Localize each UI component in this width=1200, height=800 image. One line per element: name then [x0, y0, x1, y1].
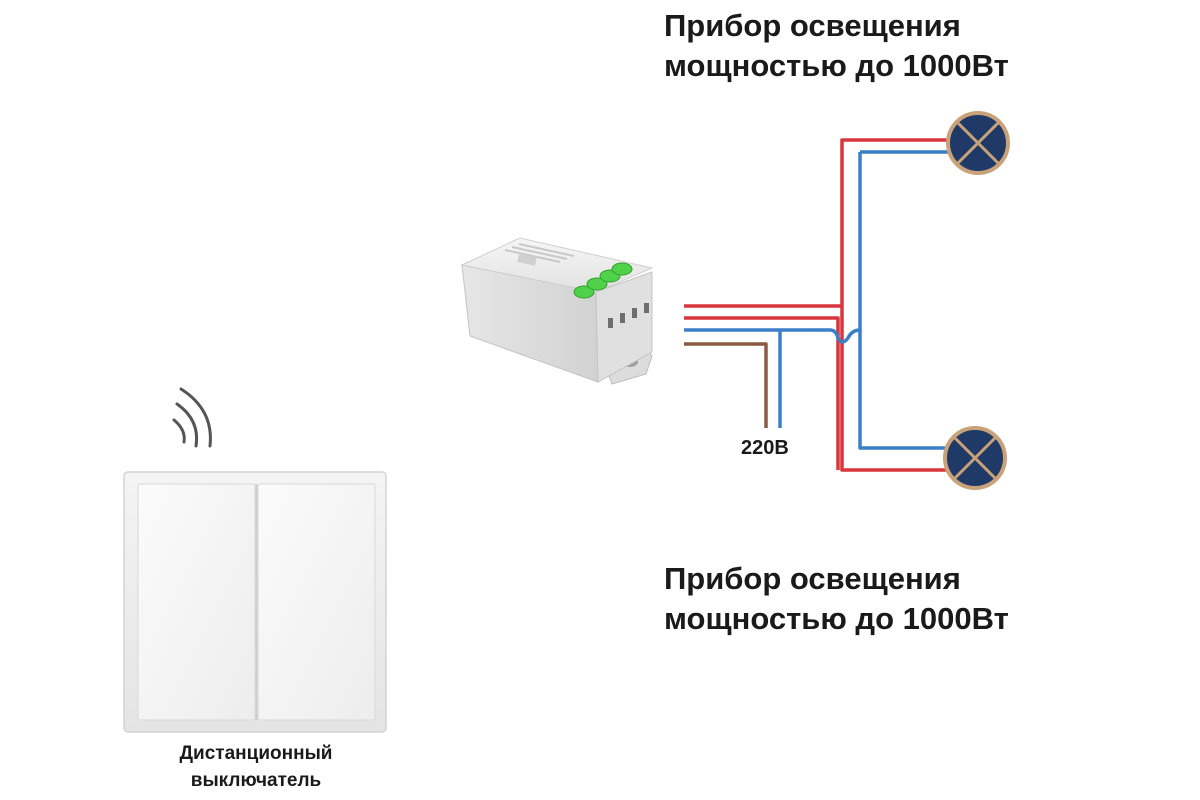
remote-switch-label: Дистанционный выключатель — [145, 740, 367, 794]
switch-key-right — [257, 483, 376, 721]
lamp-bottom-label: Прибор освещения мощностью до 1000Вт — [664, 559, 1009, 639]
lamp-top-label: Прибор освещения мощностью до 1000Вт — [664, 6, 1009, 86]
wire-supply-brown — [684, 342, 768, 428]
wire-live-output — [684, 138, 948, 308]
wire-neutral-bus — [684, 328, 861, 344]
lamp-bottom — [943, 426, 1007, 490]
supply-voltage-label: 220В — [741, 437, 789, 459]
remote-switch — [123, 471, 387, 733]
wiring — [684, 138, 948, 472]
remote-switch-label-line2: выключатель — [190, 770, 322, 791]
wireless-signal-icon — [172, 387, 212, 448]
wire-live-lamp2 — [840, 306, 948, 472]
lamp-bottom-label-line1: Прибор освещения — [664, 561, 961, 596]
lamp-top — [946, 111, 1010, 175]
lamp-top-label-line1: Прибор освещения — [664, 8, 961, 43]
switch-key-left — [137, 483, 256, 721]
wire-live-input — [684, 316, 840, 470]
wire-neutral-lamps — [858, 150, 948, 450]
remote-switch-label-line1: Дистанционный — [179, 743, 333, 764]
relay-terminals — [573, 262, 633, 299]
lamp-top-label-line2: мощностью до 1000Вт — [664, 48, 1009, 83]
lamp-bottom-label-line2: мощностью до 1000Вт — [664, 601, 1009, 636]
relay-module — [460, 237, 654, 385]
